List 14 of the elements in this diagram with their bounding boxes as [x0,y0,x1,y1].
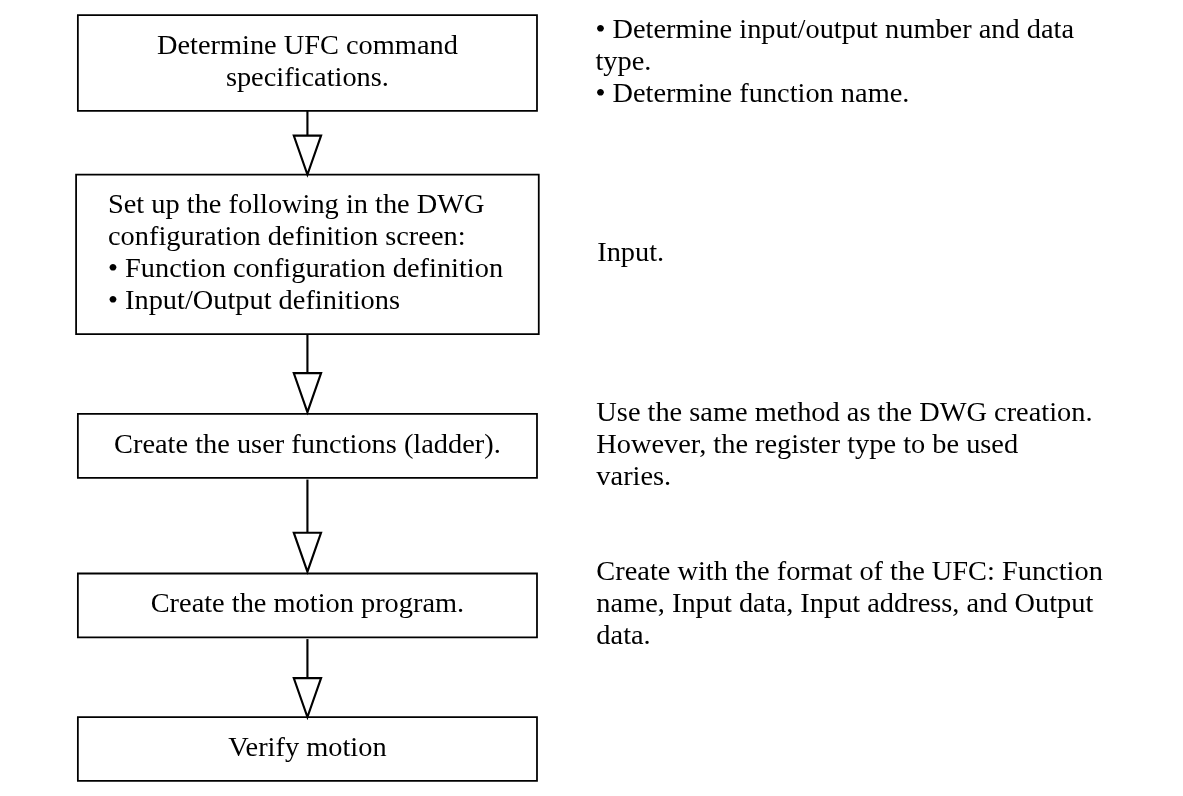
node-label: Create with the format of the UFC: Function name, Input data, Input address, and Output data. [596,555,1103,651]
node-box: Verify motion [76,716,538,782]
node-label: Input. [597,236,665,268]
arrow [292,334,323,416]
arrow [292,479,323,575]
node-label: Use the same method as the DWG creation. However, the register type to be used varies. [596,395,1093,491]
node-box: Determine UFC command specifications. [76,14,538,112]
node-label: • Determine function name. [595,76,910,108]
node-label: • Determine input/output number and data type. [595,12,1075,76]
node-box: Create the motion program. [76,572,538,639]
arrow [292,639,323,721]
node-box: Create the user functions (ladder). [76,413,538,479]
arrow [292,110,323,178]
node-box: Set up the following in the DWG configuration definition screen: • Function configuration definition • Input/Output definitions [75,173,540,336]
